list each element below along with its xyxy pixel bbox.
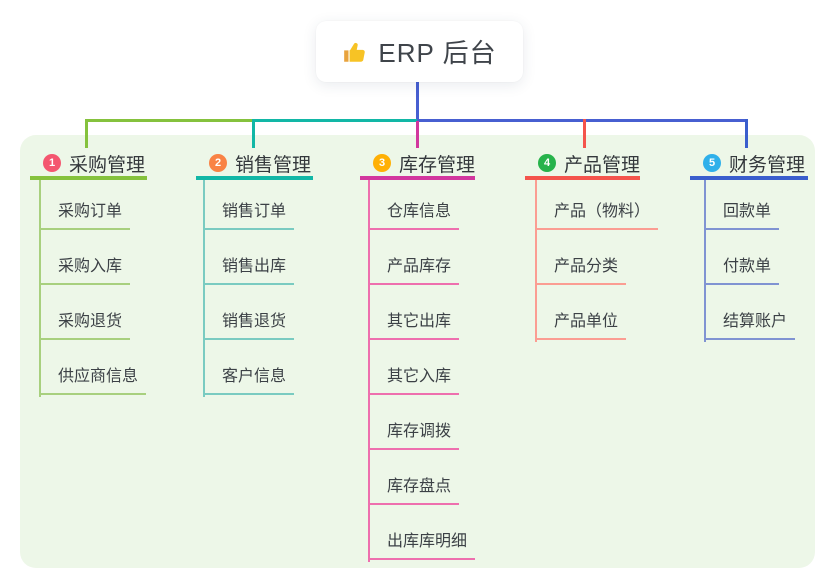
connector-drop-finance [745, 119, 748, 148]
mindmap-child-node[interactable]: 产品（物料） [535, 197, 659, 230]
connector-horizontal-blue [417, 119, 748, 122]
mindmap-child-node[interactable]: 产品分类 [535, 252, 627, 285]
thumbs-up-icon [342, 39, 368, 65]
branch-children-inventory: 仓库信息 产品库存 其它出库 其它入库 库存调拨 库存盘点 出库库明细 [368, 175, 476, 560]
branch-head-purchase-management[interactable]: 1 采购管理 [30, 150, 147, 180]
branches-panel [20, 135, 815, 568]
mindmap-child-node[interactable]: 仓库信息 [368, 197, 460, 230]
mindmap-child-node[interactable]: 采购订单 [39, 197, 131, 230]
branch-label: 产品管理 [564, 154, 641, 176]
connector-horizontal-green [85, 119, 254, 122]
connector-drop-product [583, 119, 586, 148]
mindmap-child-node[interactable]: 供应商信息 [39, 362, 147, 395]
branch-head-product-management[interactable]: 4 产品管理 [525, 150, 640, 180]
mindmap-child-node[interactable]: 其它入库 [368, 362, 460, 395]
mindmap-child-node[interactable]: 销售退货 [203, 307, 295, 340]
mindmap-child-node[interactable]: 销售出库 [203, 252, 295, 285]
branch-head-sales-management[interactable]: 2 销售管理 [196, 150, 313, 180]
mindmap-child-node[interactable]: 采购退货 [39, 307, 131, 340]
connector-drop-inventory [416, 121, 419, 148]
mindmap-child-node[interactable]: 出库库明细 [368, 527, 476, 560]
branch-spine [203, 180, 205, 397]
branch-spine [368, 180, 370, 562]
mindmap-child-node[interactable]: 库存调拨 [368, 417, 460, 450]
branch-spine [704, 180, 706, 342]
branch-head-finance-management[interactable]: 5 财务管理 [690, 150, 808, 180]
branch-badge: 4 [538, 154, 556, 172]
branch-badge: 1 [43, 154, 61, 172]
branch-children-sales: 销售订单 销售出库 销售退货 客户信息 [203, 175, 295, 395]
branch-label: 销售管理 [235, 154, 312, 176]
mindmap-child-node[interactable]: 销售订单 [203, 197, 295, 230]
branch-label: 库存管理 [399, 154, 476, 176]
mindmap-child-node[interactable]: 产品单位 [535, 307, 627, 340]
mindmap-child-node[interactable]: 其它出库 [368, 307, 460, 340]
branch-label: 采购管理 [69, 154, 146, 176]
mindmap-child-node[interactable]: 库存盘点 [368, 472, 460, 505]
branch-children-finance: 回款单 付款单 结算账户 [704, 175, 796, 340]
connector-drop-sales [252, 119, 255, 148]
mindmap-child-node[interactable]: 采购入库 [39, 252, 131, 285]
branch-children-product: 产品（物料） 产品分类 产品单位 [535, 175, 659, 340]
branch-label: 财务管理 [729, 154, 806, 176]
branch-head-inventory-management[interactable]: 3 库存管理 [360, 150, 475, 180]
root-node[interactable]: ERP 后台 [316, 21, 523, 82]
branch-children-purchase: 采购订单 采购入库 采购退货 供应商信息 [39, 175, 147, 395]
connector-horizontal-teal [254, 119, 417, 122]
branch-badge: 5 [703, 154, 721, 172]
mindmap-child-node[interactable]: 回款单 [704, 197, 780, 230]
mindmap-child-node[interactable]: 客户信息 [203, 362, 295, 395]
branch-spine [39, 180, 41, 397]
mindmap-child-node[interactable]: 付款单 [704, 252, 780, 285]
mindmap-child-node[interactable]: 产品库存 [368, 252, 460, 285]
connector-drop-purchase [85, 119, 88, 148]
branch-spine [535, 180, 537, 342]
root-title: ERP 后台 [378, 38, 497, 68]
mindmap-child-node[interactable]: 结算账户 [704, 307, 796, 340]
branch-badge: 3 [373, 154, 391, 172]
connector-root-drop [416, 82, 419, 119]
branch-badge: 2 [209, 154, 227, 172]
